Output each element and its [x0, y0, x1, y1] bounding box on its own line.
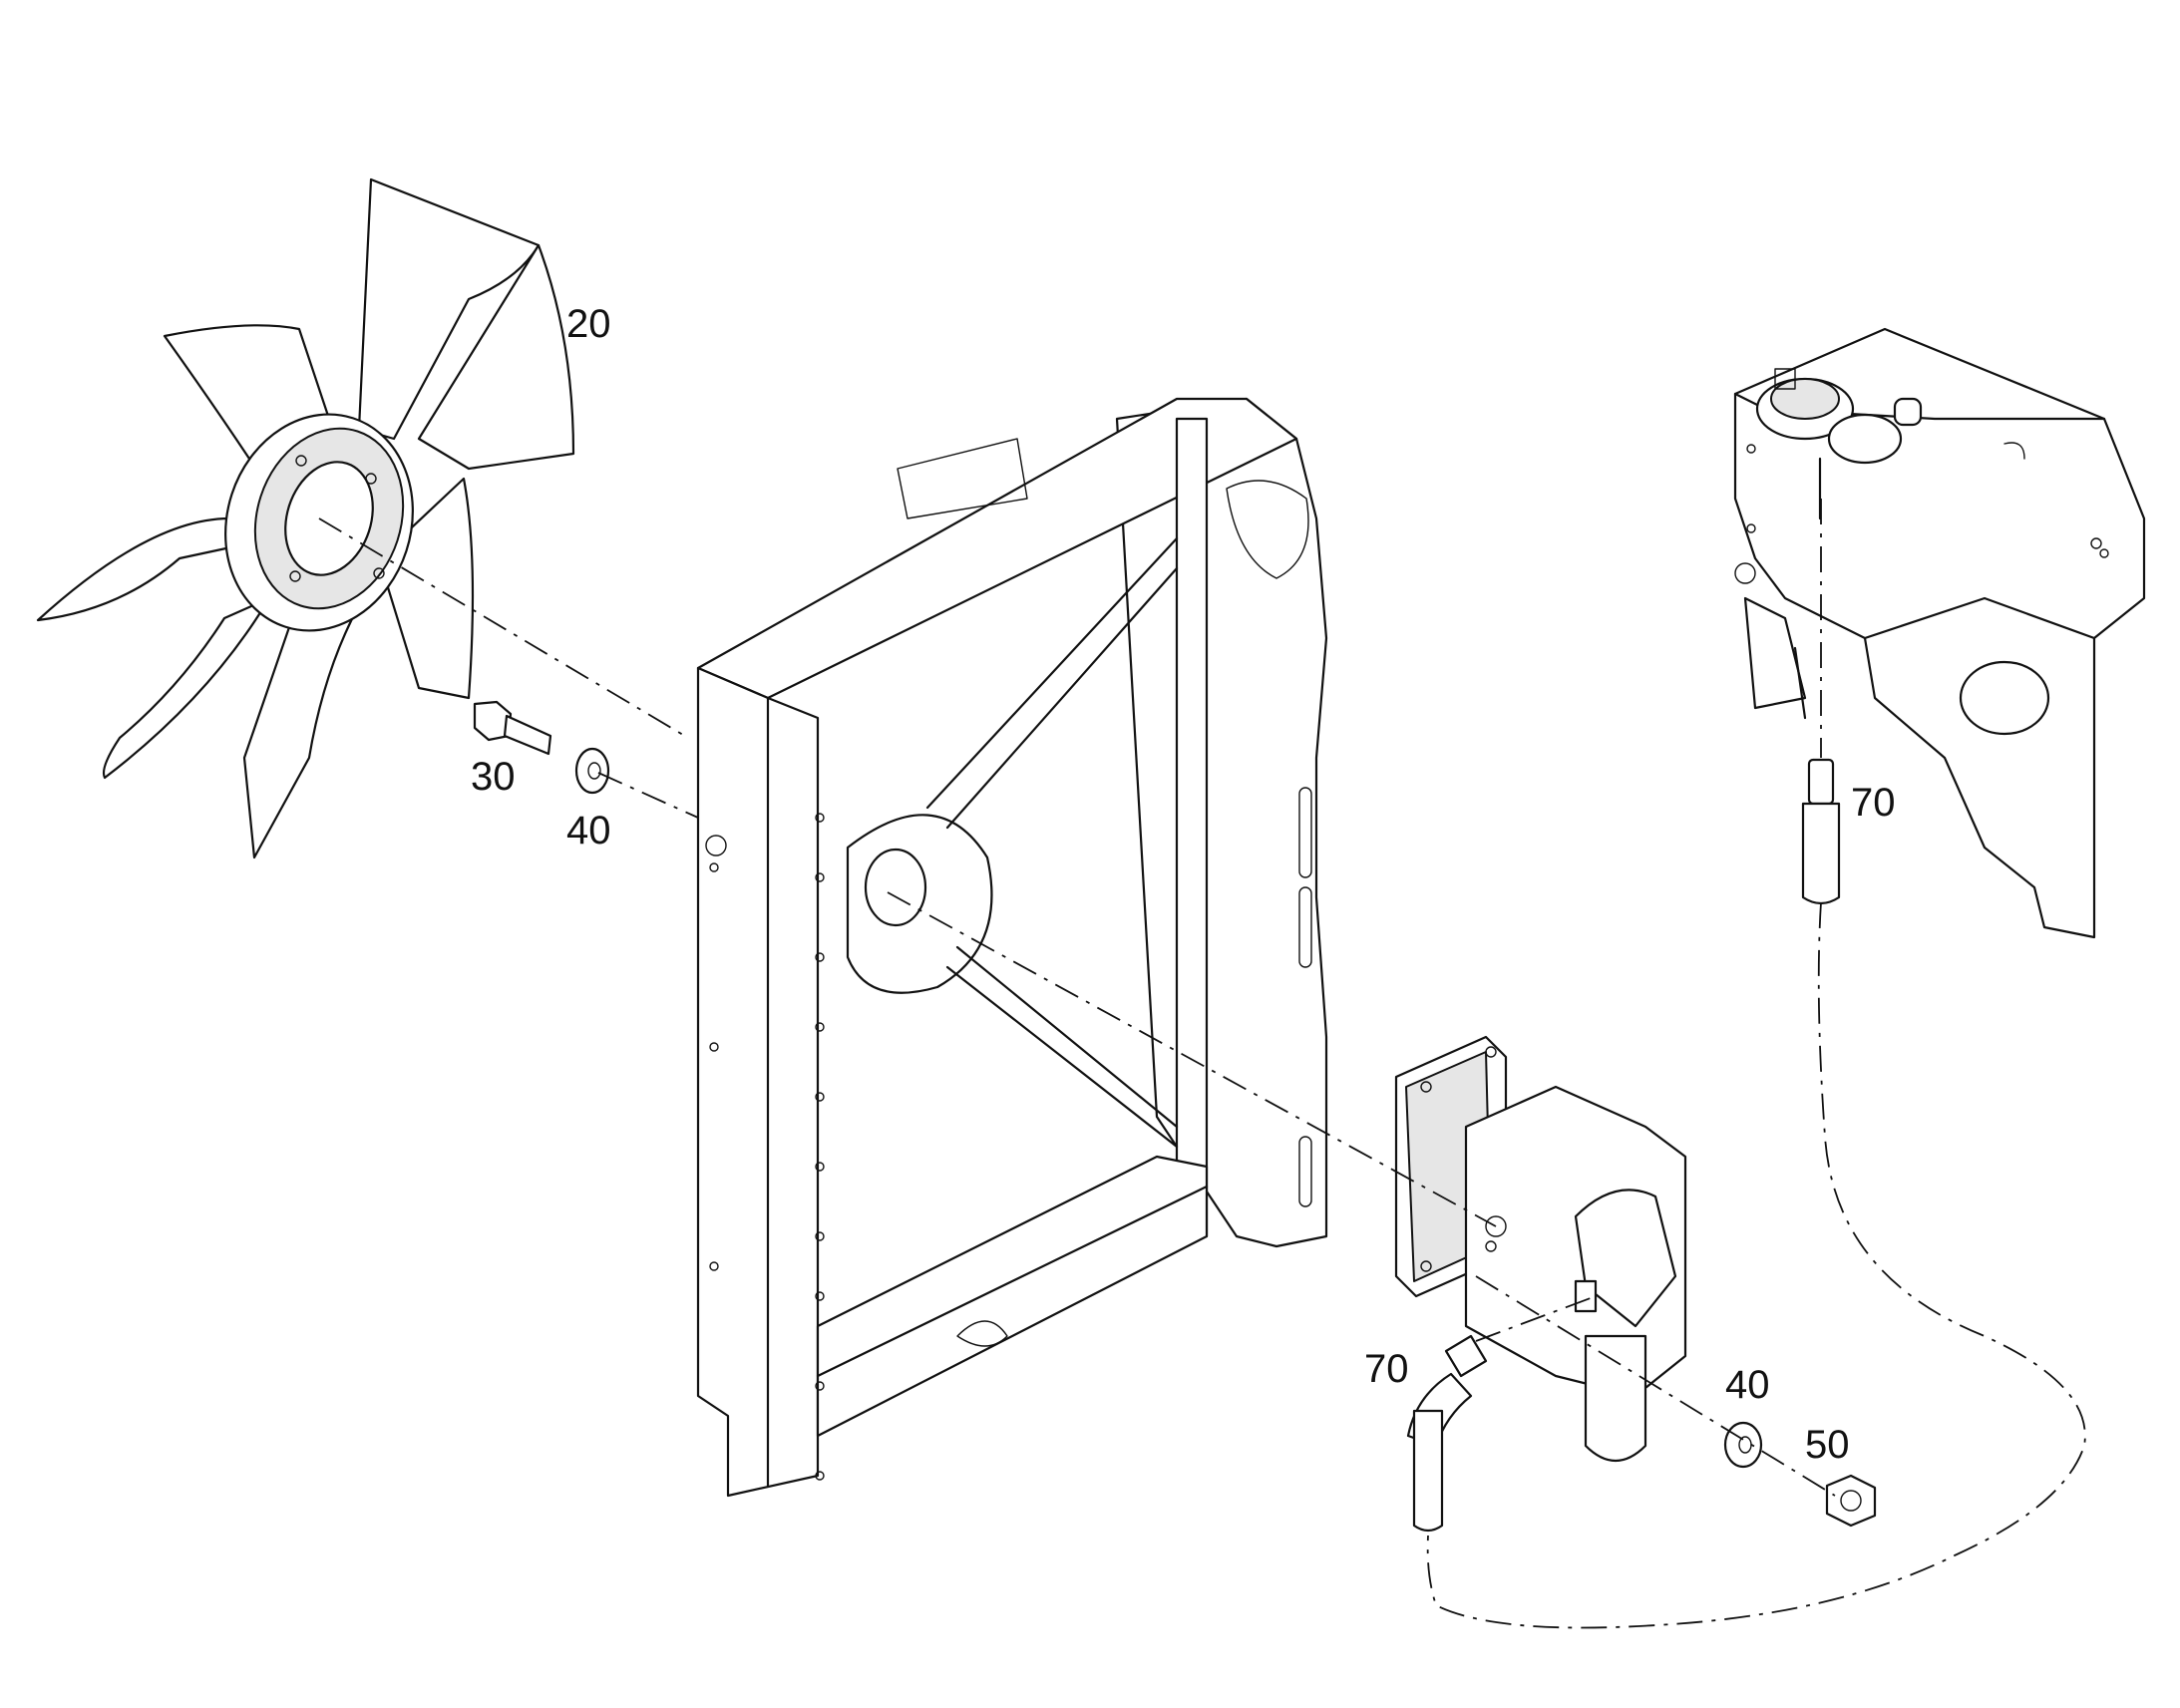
center-lines: [318, 499, 2086, 1629]
callout-hose-upper: 70: [1851, 781, 1896, 825]
callout-fan: 20: [566, 302, 611, 346]
bolt-icon[interactable]: [473, 700, 552, 756]
fan-blade-icon[interactable]: [36, 177, 575, 859]
radiator-frame-icon[interactable]: [696, 397, 1328, 1498]
hose-lower-icon[interactable]: [1406, 1334, 1488, 1533]
callout-bolt: 30: [471, 755, 516, 799]
callout-washer-lower: 40: [1725, 1363, 1770, 1407]
rail-bolts: [709, 813, 825, 1481]
hydraulic-motor-icon[interactable]: [1394, 1035, 1687, 1462]
callout-nut: 50: [1805, 1423, 1850, 1467]
hydraulic-tank-icon[interactable]: [1733, 327, 2146, 939]
washer-icon[interactable]: [574, 747, 610, 795]
nut-icon[interactable]: [1825, 1474, 1877, 1528]
hose-upper-icon[interactable]: [1801, 758, 1841, 905]
callout-washer-upper: 40: [566, 809, 611, 853]
washer-lower-icon[interactable]: [1723, 1421, 1763, 1469]
callout-hose-lower: 70: [1364, 1347, 1409, 1391]
